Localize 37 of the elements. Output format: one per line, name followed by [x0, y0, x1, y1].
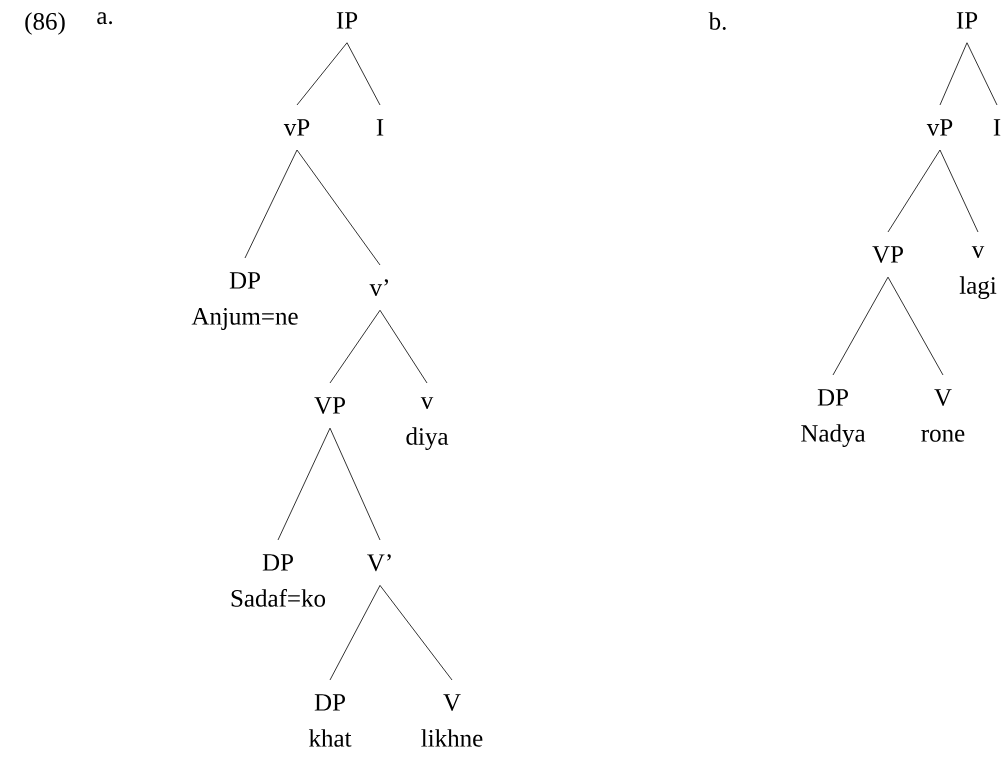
tree-label: vP — [926, 119, 953, 136]
branch-line — [887, 149, 941, 233]
tree-label: vP — [283, 119, 310, 136]
tree-leaf: DP khat — [308, 694, 352, 747]
tree-leaf: V likhne — [421, 694, 483, 747]
branch-line — [346, 42, 381, 106]
tree-leaf: DP Nadya — [801, 389, 866, 447]
tree-leaf: v diya — [406, 397, 449, 451]
tree-label: IP — [956, 12, 978, 29]
branch-line — [966, 42, 998, 106]
tree-label: v’ — [369, 279, 388, 297]
tree-label: V’ — [367, 554, 391, 572]
tree-label: I — [376, 119, 384, 136]
branch-line — [244, 149, 298, 259]
branch-line — [329, 309, 381, 384]
branch-line — [939, 149, 979, 233]
branch-line — [832, 276, 889, 376]
tree-label: I — [993, 119, 1001, 136]
tree-leaf: v lagi — [959, 246, 997, 300]
branch-line — [277, 427, 331, 541]
branch-line — [887, 276, 944, 376]
branch-line — [329, 427, 381, 541]
branch-line — [379, 309, 428, 384]
branch-line — [939, 42, 968, 106]
tree-leaf: V rone — [921, 389, 965, 442]
branch-line — [296, 149, 381, 266]
tree-label: IP — [336, 12, 358, 29]
branch-line — [329, 585, 381, 681]
branch-line — [296, 42, 348, 106]
tree-leaf: DP Anjum=ne — [191, 272, 298, 330]
branch-line — [379, 585, 453, 681]
example-label: (86) — [25, 12, 65, 35]
example-label: a. — [97, 12, 113, 25]
tree-label: VP — [314, 397, 345, 414]
tree-leaf: DP Sadaf=ko — [231, 554, 326, 607]
tree-label: VP — [872, 246, 903, 263]
example-label: b. — [708, 12, 726, 30]
